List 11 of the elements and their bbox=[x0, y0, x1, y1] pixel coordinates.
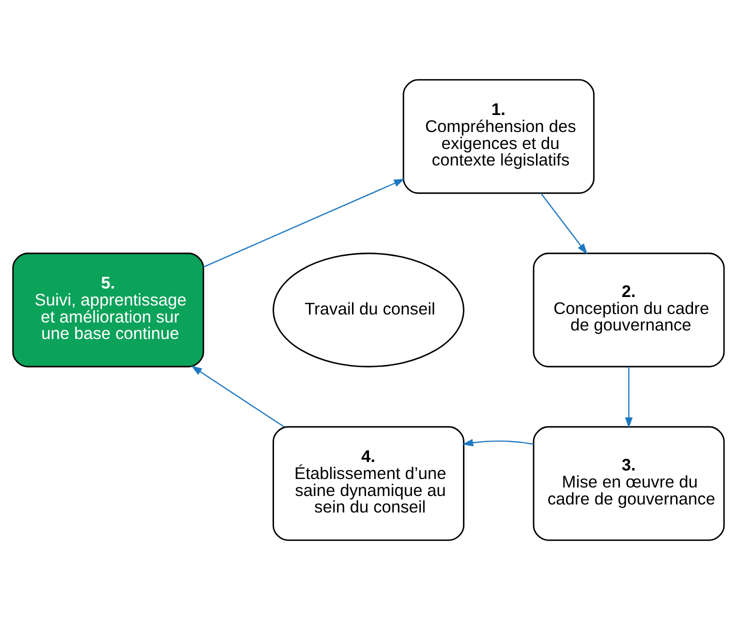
arrow bbox=[462, 438, 534, 446]
node-box: 2. Conception du cadre de gouvernance bbox=[532, 252, 725, 367]
arrow bbox=[625, 366, 633, 428]
node-box: 3. Mise en œuvre du cadre de gouvernance bbox=[532, 426, 725, 540]
arrow bbox=[540, 192, 588, 254]
node-box: 5. Suivi, apprentissage et amélioration sur une base continue bbox=[12, 252, 204, 367]
arrow bbox=[203, 178, 405, 268]
arrow bbox=[191, 365, 284, 427]
node-box: 4. Établissement d’une saine dynamique au sein du conseil bbox=[272, 426, 464, 540]
node-ellipse: Travail du conseil bbox=[272, 252, 464, 367]
node-box: 1. Compréhension des exigences et du contexte législatifs bbox=[402, 78, 595, 194]
